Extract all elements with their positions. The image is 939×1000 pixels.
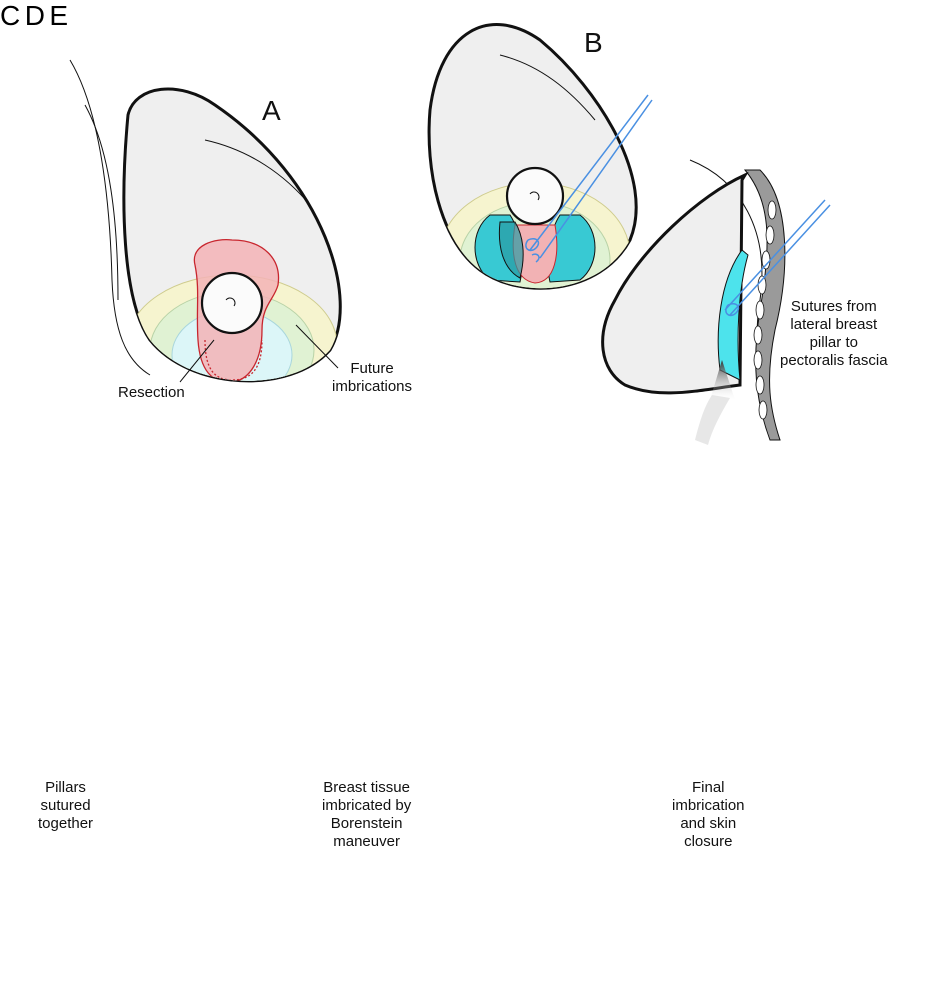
label-imbrications-line-2: imbrications (332, 378, 413, 395)
panel-c: C (0, 0, 25, 31)
chest-wall-inner-line (84, 104, 119, 301)
caption-c-line-2: sutured (40, 797, 91, 814)
caption-b: Sutures from lateral breast pillar to pe… (780, 298, 888, 370)
nipple-center-b (529, 191, 540, 201)
panel-letter-e: E (49, 0, 69, 31)
caption-d-line-1: Breast tissue (323, 779, 410, 796)
caption-d-line-4: maneuver (333, 833, 400, 850)
arrow-left-d: D (25, 0, 50, 31)
caption-c: Pillars sutured together (38, 779, 93, 833)
breast-crease-b (499, 54, 596, 121)
nipple-center-a (225, 297, 236, 307)
label-resection-text: Resection (118, 384, 185, 401)
caption-c-line-1: Pillars (45, 779, 86, 796)
arrow-right-e: E (49, 0, 68, 31)
label-resection: Resection (118, 384, 185, 402)
caption-d-line-3: Borenstein (330, 815, 403, 832)
nipple-a (200, 271, 264, 335)
dotted-outline-e: E (49, 0, 68, 31)
imbrication-leader-line (295, 324, 339, 369)
caption-b-line-4: pectoralis fascia (780, 352, 888, 369)
panel-letter-b: B (584, 27, 603, 58)
panel-b: B (427, 23, 831, 445)
panel-letter-c: C (0, 0, 21, 31)
caption-d-line-2: imbricated by (322, 797, 412, 814)
caption-b-line-1: Sutures from (790, 298, 877, 315)
nipple-b (505, 166, 565, 226)
panel-letter-a: A (262, 95, 281, 126)
breast-outline-d: D (25, 0, 50, 31)
resection-dotted-line (204, 339, 263, 381)
breast-outline-c: C (0, 0, 25, 31)
suture-b (525, 94, 653, 263)
arrow-right-c: C (0, 0, 25, 31)
side-view-b (601, 159, 831, 445)
dotted-outline-d: D (25, 0, 50, 31)
suture-d: D (25, 0, 50, 31)
caption-c-line-3: together (38, 815, 94, 832)
caption-b-line-3: pillar to (809, 334, 858, 351)
panel-d: D (25, 0, 50, 31)
nipple-e: E (49, 0, 68, 31)
panel-a: A (69, 59, 342, 383)
panel-e: E (49, 0, 68, 31)
arrow-left-e: E (49, 0, 68, 31)
arrow-left-c: C (0, 0, 25, 31)
arrow-right-d: D (25, 0, 50, 31)
caption-e: Final imbrication and skin closure (672, 779, 745, 851)
breast-side-b (601, 171, 749, 395)
dotted-outline-c: C (0, 0, 25, 31)
suture-e: E (49, 0, 68, 31)
breast-crease-a (204, 139, 311, 206)
caption-d: Breast tissue imbricated by Borenstein m… (322, 779, 411, 851)
breast-outline-e: E (49, 0, 68, 31)
nipple-d: D (25, 0, 50, 31)
caption-e-line-1: Final (692, 779, 725, 796)
caption-b-line-2: lateral breast (790, 316, 878, 333)
caption-e-line-2: imbrication (672, 797, 745, 814)
chest-wall-line (69, 59, 151, 376)
resection-leader-line (179, 339, 215, 383)
panel-letter-d: D (24, 0, 45, 31)
label-imbrications-line-1: Future (350, 360, 394, 377)
nipple-c: C (0, 0, 25, 31)
caption-e-line-4: closure (684, 833, 733, 850)
caption-e-line-3: and skin (680, 815, 737, 832)
label-future-imbrications: Future imbrications (332, 360, 412, 396)
